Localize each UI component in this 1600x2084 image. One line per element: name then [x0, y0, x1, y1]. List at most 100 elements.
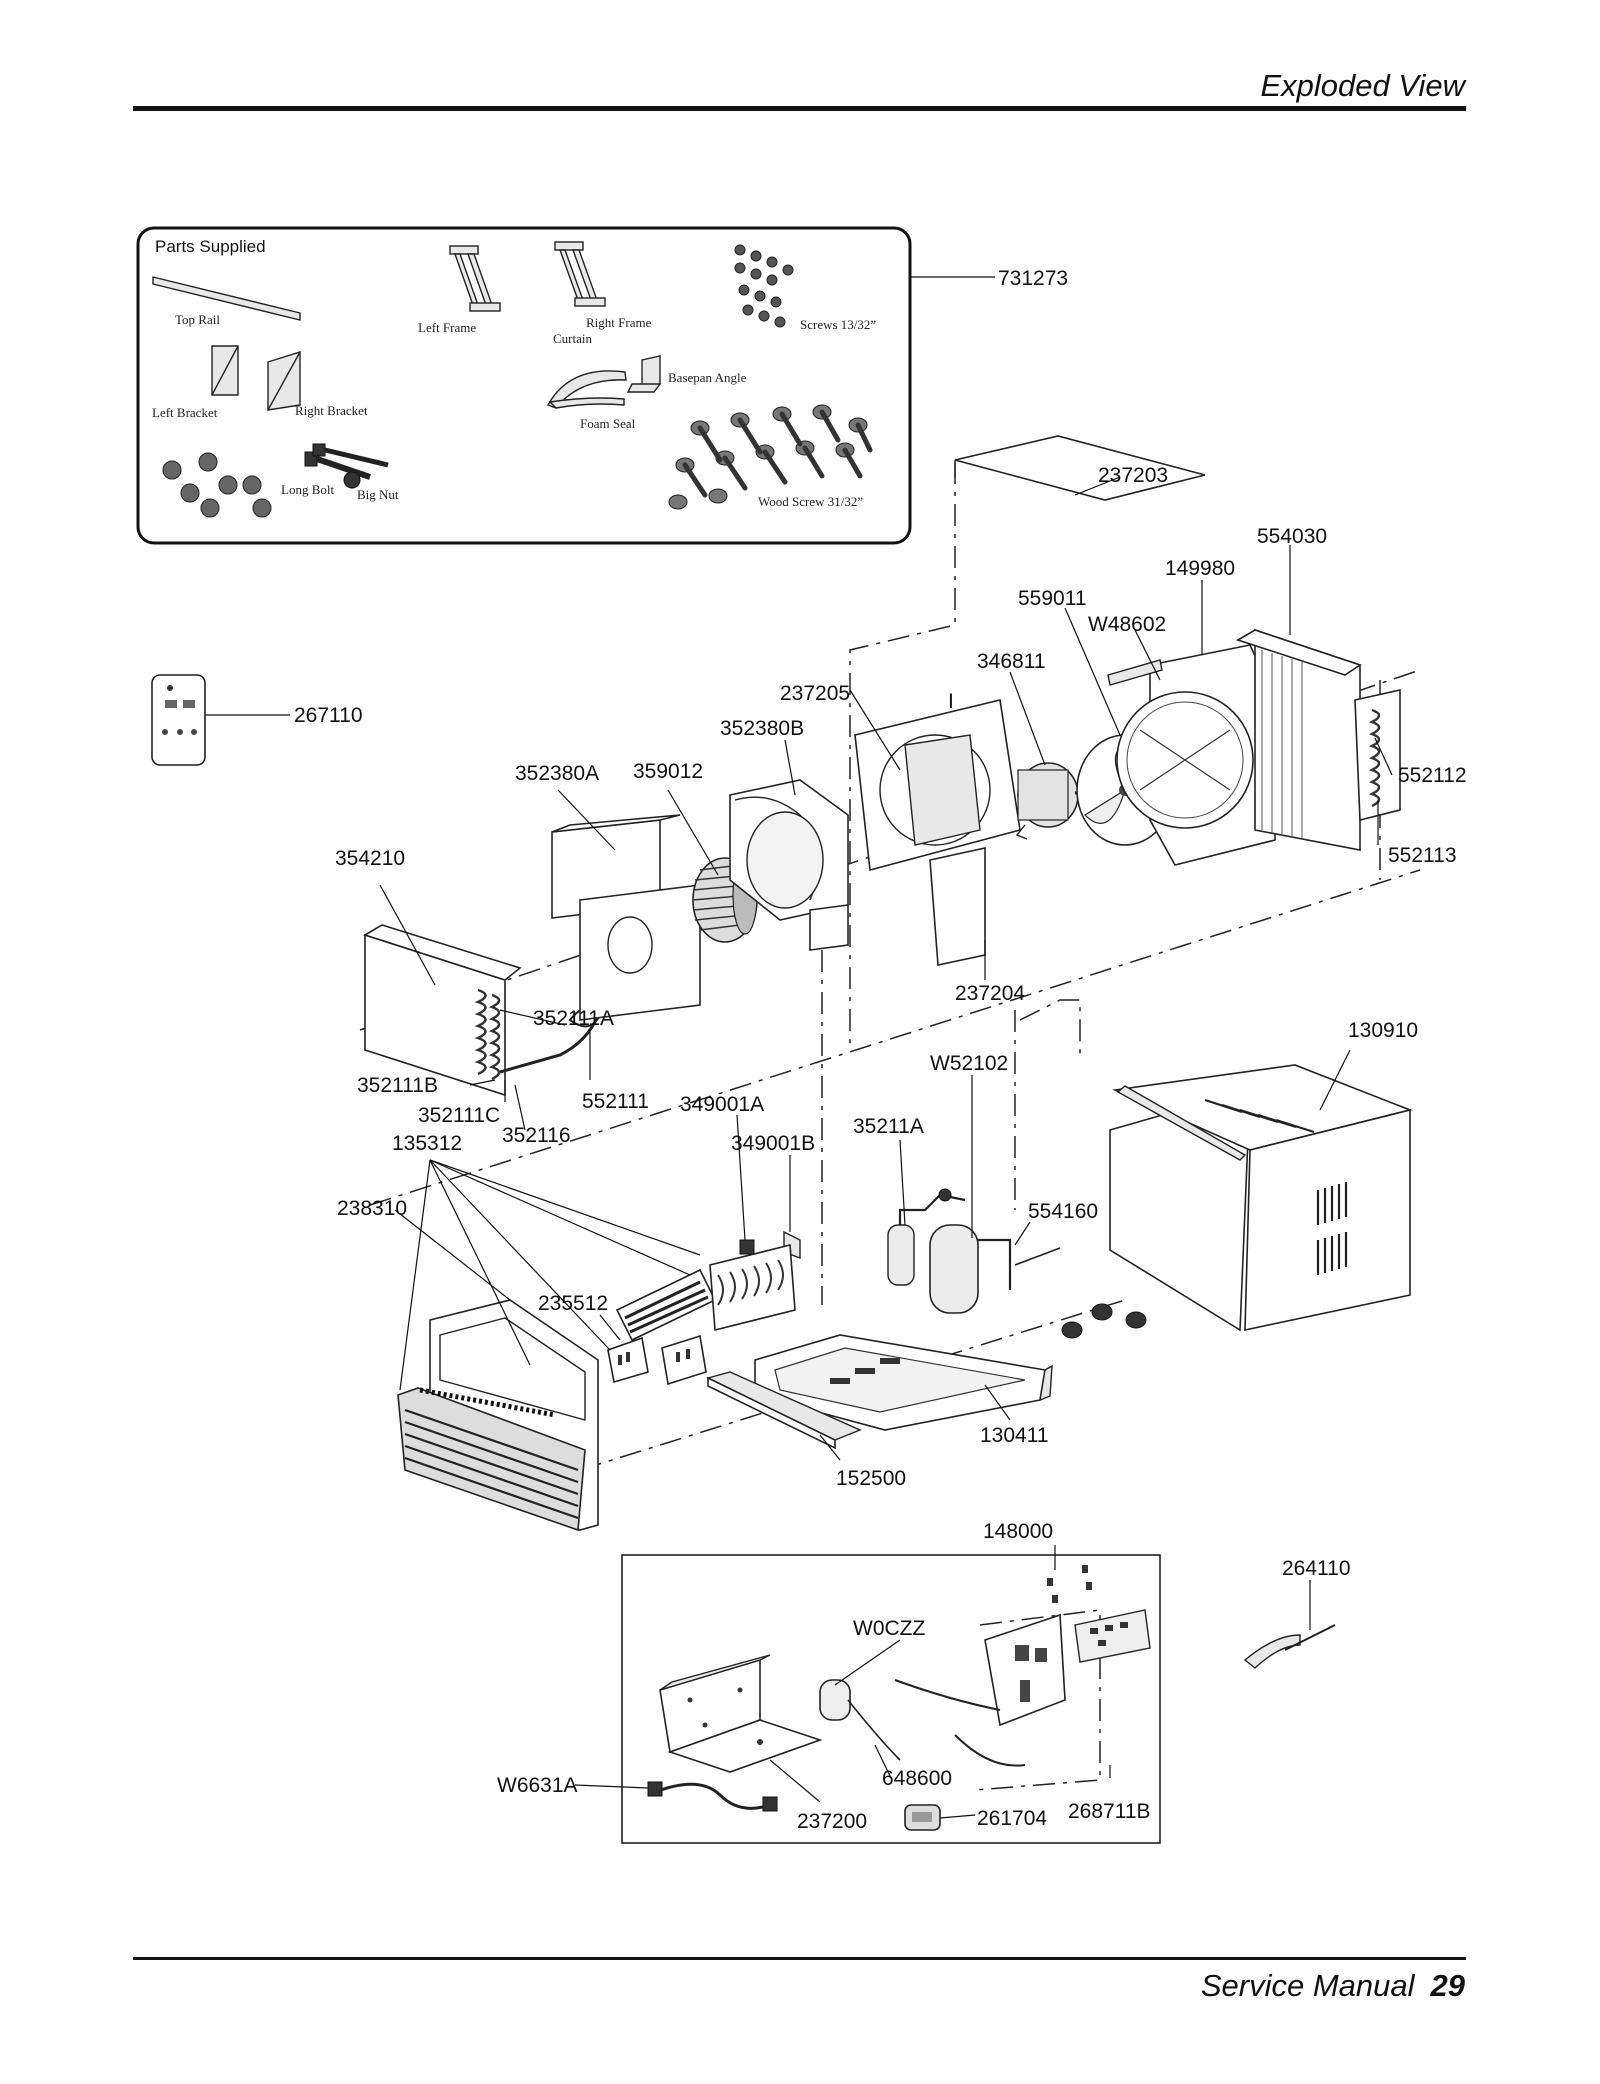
kit-label-curtain: Curtain: [553, 331, 592, 346]
part-235512-louver: [615, 1243, 796, 1342]
callout-349001a: 349001A: [680, 1093, 764, 1116]
part-238310-front-grille: [397, 1299, 599, 1532]
part-354210-evaporator: [363, 924, 602, 1097]
part-148000-clips: [1047, 1565, 1092, 1603]
kit-label-screws: Screws 13/32”: [800, 317, 876, 332]
callout-238310: 238310: [337, 1197, 407, 1220]
callout-352111c: 352111C: [418, 1104, 500, 1127]
callout-552113: 552113: [1388, 844, 1457, 867]
part-237203-panel: [954, 435, 1206, 501]
callout-554030: 554030: [1257, 525, 1327, 548]
callout-552111: 552111: [582, 1090, 649, 1113]
callout-352111b: 352111B: [357, 1074, 438, 1097]
kit-label-big-nut: Big Nut: [357, 487, 399, 502]
callout-354210: 354210: [335, 847, 405, 870]
callout-554160: 554160: [1028, 1200, 1098, 1223]
callout-559011: 559011: [1018, 587, 1087, 610]
callout-352380a: 352380A: [515, 762, 599, 785]
kit-label-wood-screw: Wood Screw 31/32”: [758, 494, 863, 509]
marker-i: I: [948, 690, 954, 713]
header-rule: [133, 106, 1466, 111]
callout-268711b: 268711B: [1068, 1800, 1151, 1823]
callout-148000: 148000: [983, 1520, 1053, 1543]
callout-w48602: W48602: [1088, 613, 1166, 636]
callout-149980: 149980: [1165, 557, 1235, 580]
callout-552112: 552112: [1398, 764, 1467, 787]
callout-731273: 731273: [998, 267, 1068, 290]
kit-label-basepan-angle: Basepan Angle: [668, 370, 747, 385]
part-264110-sensor: [1243, 1624, 1336, 1669]
callout-35211a: 35211A: [853, 1115, 924, 1138]
control-knob-panels: [607, 1334, 707, 1386]
callout-352111a: 352111A: [533, 1007, 614, 1030]
callout-261704: 261704: [977, 1807, 1047, 1830]
callout-237204: 237204: [955, 982, 1025, 1005]
callout-237203: 237203: [1098, 464, 1168, 487]
part-w6631a-harness: [647, 1781, 778, 1812]
part-35211a-compressor: [887, 1188, 1061, 1314]
page-footer: Service Manual 29: [1201, 1968, 1465, 2004]
part-261704-relay: [904, 1804, 941, 1831]
callout-237205: 237205: [780, 682, 850, 705]
part-130910-cabinet: [1109, 1064, 1413, 1332]
callout-352380b: 352380B: [720, 717, 804, 740]
part-130411-base-pan: [754, 1334, 1053, 1431]
kit-label-left-bracket: Left Bracket: [152, 405, 218, 420]
callout-235512: 235512: [538, 1292, 608, 1315]
kit-label-right-bracket: Right Bracket: [295, 403, 368, 418]
callout-267110: 267110: [294, 704, 363, 727]
callout-359012: 359012: [633, 760, 703, 783]
right-frame-drawing: [554, 241, 606, 307]
wood-screws-drawing: [668, 404, 873, 510]
footer-rule: [133, 1957, 1466, 1960]
callout-135312: 135312: [392, 1132, 462, 1155]
part-152500-drain-tray: [706, 1371, 862, 1450]
part-346811-motor: [1015, 762, 1111, 840]
callout-352116: 352116: [502, 1124, 571, 1147]
callout-349001b: 349001B: [731, 1132, 815, 1155]
part-554030-condenser: [1236, 628, 1401, 851]
kit-label-long-bolt: Long Bolt: [281, 482, 334, 497]
rubber-grommets-drawing: [1061, 1303, 1147, 1339]
top-rail-drawing: [152, 276, 301, 321]
part-237200-control-box: [659, 1654, 823, 1773]
callout-346811: 346811: [977, 650, 1046, 673]
callout-152500: 152500: [836, 1467, 906, 1490]
leader-lines: [205, 276, 1393, 1819]
parts-supplied-title: Parts Supplied: [155, 237, 266, 256]
right-bracket-drawing: [267, 351, 301, 411]
part-268711b-pcb: [894, 1609, 1151, 1767]
callout-130910: 130910: [1348, 1019, 1418, 1042]
part-352380b-scroll-housing: [729, 779, 849, 951]
callout-w6631a: W6631A: [497, 1774, 578, 1797]
electrical-parts-box: [621, 1554, 1161, 1844]
long-bolt-drawing: [304, 443, 389, 489]
part-w0czz-capacitor: [819, 1679, 901, 1761]
kit-label-right-frame: Right Frame: [586, 315, 652, 330]
callout-264110: 264110: [1282, 1557, 1351, 1580]
callout-w0czz: W0CZZ: [853, 1617, 925, 1640]
page-header-title: Exploded View: [1260, 68, 1465, 103]
part-237205-bulkhead: [854, 699, 1021, 966]
callout-237200: 237200: [797, 1810, 867, 1833]
footer-label: Service Manual: [1200, 1968, 1415, 2003]
page-number: 29: [1430, 1968, 1465, 2003]
foam-seal-drawing: [546, 370, 627, 409]
kit-label-foam-seal: Foam Seal: [580, 416, 636, 431]
callout-648600: 648600: [882, 1767, 952, 1790]
callout-labels: 731273 237203 554030 149980 559011 W4860…: [294, 267, 1467, 1833]
callout-130411: 130411: [980, 1424, 1049, 1447]
left-frame-drawing: [449, 245, 501, 312]
kit-label-top-rail: Top Rail: [175, 312, 220, 327]
parts-supplied-box: Parts Supplied Top Rail Left Frame Right…: [136, 226, 912, 545]
basepan-angle-drawing: [626, 355, 662, 393]
small-screws-drawing: [162, 452, 272, 518]
left-bracket-drawing: [211, 345, 239, 396]
part-149980-shroud: [1107, 644, 1276, 866]
part-349001-control-bracket: [739, 1230, 801, 1260]
callout-w52102: W52102: [930, 1052, 1008, 1075]
remote-control-drawing: [151, 674, 206, 766]
screws-13-32-drawing: [734, 244, 794, 328]
part-352380a-duct: [551, 814, 701, 1021]
